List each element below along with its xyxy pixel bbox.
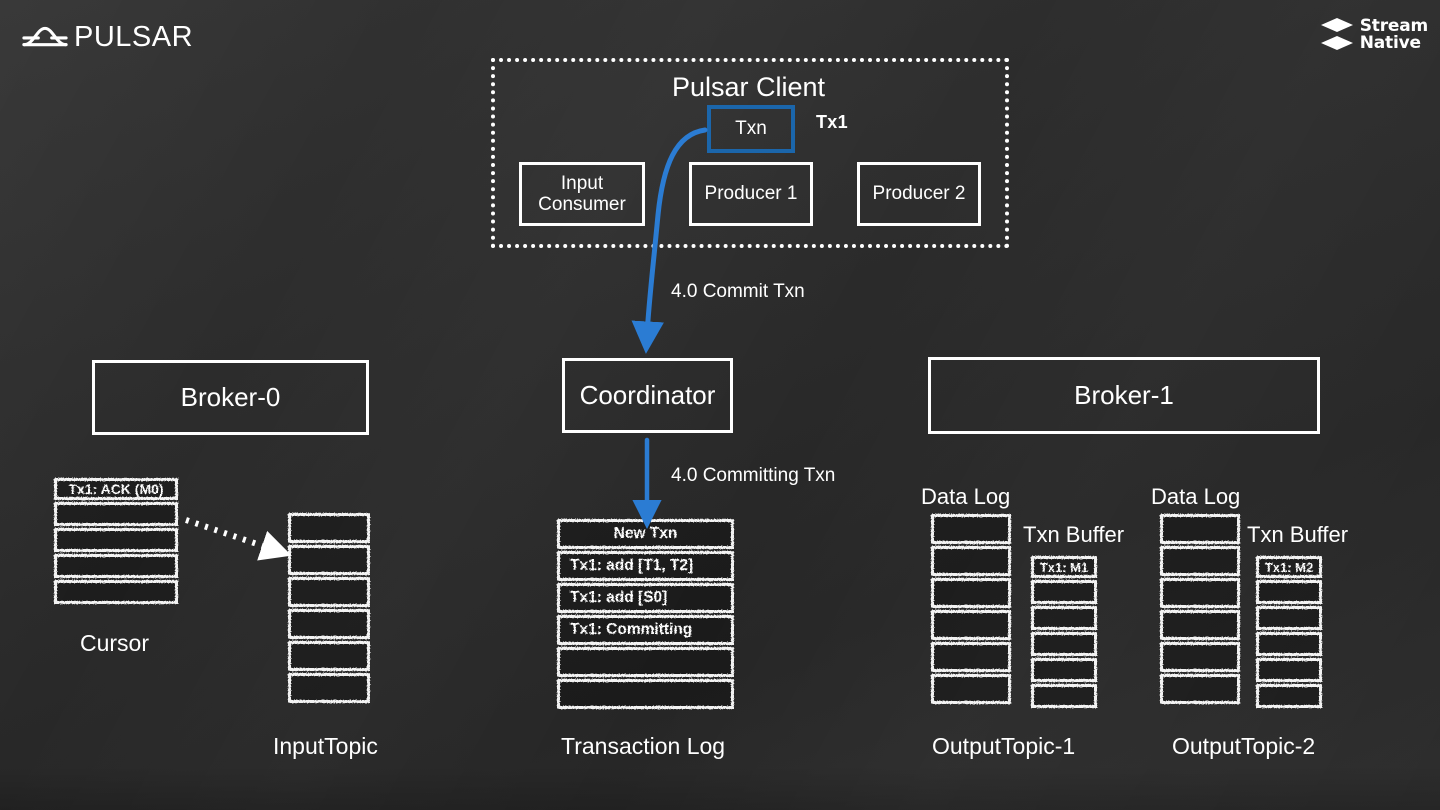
transaction-log-row-3: Tx1: Committing <box>557 615 734 645</box>
cursor-caption: Cursor <box>80 630 150 656</box>
output-topic-2-caption: OutputTopic-2 <box>1172 733 1316 759</box>
pulsar-logo: PULSAR <box>22 20 193 54</box>
input-consumer-label-line2: Consumer <box>538 194 626 215</box>
output-topic-2-data-log-stack <box>1160 514 1240 704</box>
cursor-stack: Tx1: ACK (M0) <box>54 478 178 604</box>
txn-box[interactable]: Txn <box>707 105 795 153</box>
otp2-txnbuf-row-0: Tx1: M2 <box>1256 556 1322 578</box>
otp1-txnbuf-row-5 <box>1031 684 1097 708</box>
output-topic-1-txn-buffer-stack: Tx1: M1 <box>1031 556 1097 708</box>
streamnative-layers-icon <box>1320 18 1353 50</box>
output-topic-1-data-log-stack <box>931 514 1011 704</box>
otp2-txnbuf-row-1 <box>1256 580 1322 604</box>
input-topic-row-1 <box>288 545 370 575</box>
streamnative-line-1: Stream <box>1359 16 1428 37</box>
otp1-txnbuf-row-3 <box>1031 632 1097 656</box>
transaction-log-row-2: Tx1: add [S0] <box>557 583 734 613</box>
committing-txn-arrow-label: 4.0 Committing Txn <box>671 465 836 486</box>
input-topic-row-5 <box>288 673 370 703</box>
tx1-label: Tx1 <box>816 112 848 132</box>
otp1-datalog-row-4 <box>931 642 1011 672</box>
output-topic-1-txn-buffer-title: Txn Buffer <box>1023 522 1125 547</box>
pulsar-client-title: Pulsar Client <box>672 72 826 102</box>
transaction-log-row-0: New Txn <box>557 519 734 549</box>
otp1-datalog-row-0 <box>931 514 1011 544</box>
cursor-to-inputtopic-arrow <box>185 517 292 561</box>
otp1-txnbuf-row-1 <box>1031 580 1097 604</box>
transaction-log-caption: Transaction Log <box>561 733 726 759</box>
input-topic-row-2 <box>288 577 370 607</box>
output-topic-1-caption: OutputTopic-1 <box>932 733 1076 759</box>
otp2-datalog-row-0 <box>1160 514 1240 544</box>
output-topic-1-data-log-title: Data Log <box>921 484 1011 509</box>
transaction-log-row-5 <box>557 679 734 709</box>
transaction-log-row-1: Tx1: add [T1, T2] <box>557 551 734 581</box>
otp2-txnbuf-row-3 <box>1256 632 1322 656</box>
producer-1-box[interactable]: Producer 1 <box>689 162 813 226</box>
input-topic-caption: InputTopic <box>273 733 378 759</box>
producer-2-box[interactable]: Producer 2 <box>857 162 981 226</box>
cursor-row-0: Tx1: ACK (M0) <box>54 478 178 500</box>
otp1-txnbuf-row-0: Tx1: M1 <box>1031 556 1097 578</box>
input-topic-stack <box>288 513 370 703</box>
otp1-txnbuf-row-4 <box>1031 658 1097 682</box>
otp1-datalog-row-5 <box>931 674 1011 704</box>
streamnative-line-2: Native <box>1359 33 1421 53</box>
otp2-txnbuf-row-2 <box>1256 606 1322 630</box>
otp2-datalog-row-2 <box>1160 578 1240 608</box>
cursor-row-2 <box>54 528 178 552</box>
output-topic-2-data-log-title: Data Log <box>1151 484 1241 509</box>
pulsar-client-frame <box>491 58 1009 248</box>
broker-0-box[interactable]: Broker-0 <box>92 360 369 435</box>
input-topic-row-0 <box>288 513 370 543</box>
output-topic-2-txn-buffer-title: Txn Buffer <box>1247 522 1349 547</box>
transaction-log-stack: New Txn Tx1: add [T1, T2] Tx1: add [S0] … <box>557 519 734 709</box>
otp2-datalog-row-4 <box>1160 642 1240 672</box>
coordinator-box[interactable]: Coordinator <box>562 358 733 433</box>
broker-1-box[interactable]: Broker-1 <box>928 357 1320 434</box>
pulsar-wordmark: PULSAR <box>74 20 194 53</box>
pulsar-wave-icon <box>22 26 68 47</box>
streamnative-wordmark: Stream Native <box>1360 18 1428 51</box>
input-topic-row-3 <box>288 609 370 639</box>
input-consumer-box[interactable]: Input Consumer <box>519 162 645 226</box>
output-topic-2-txn-buffer-stack: Tx1: M2 <box>1256 556 1322 708</box>
otp1-datalog-row-1 <box>931 546 1011 576</box>
transaction-log-row-4 <box>557 647 734 677</box>
otp2-datalog-row-3 <box>1160 610 1240 640</box>
otp1-datalog-row-3 <box>931 610 1011 640</box>
input-topic-row-4 <box>288 641 370 671</box>
otp2-txnbuf-row-5 <box>1256 684 1322 708</box>
otp1-datalog-row-2 <box>931 578 1011 608</box>
otp2-txnbuf-row-4 <box>1256 658 1322 682</box>
cursor-row-4 <box>54 580 178 604</box>
otp1-txnbuf-row-2 <box>1031 606 1097 630</box>
input-consumer-label-line1: Input <box>560 172 604 194</box>
cursor-row-1 <box>54 502 178 526</box>
cursor-row-3 <box>54 554 178 578</box>
otp2-datalog-row-1 <box>1160 546 1240 576</box>
commit-txn-arrow-label: 4.0 Commit Txn <box>671 281 805 302</box>
streamnative-logo: Stream Native <box>1319 16 1428 54</box>
otp2-datalog-row-5 <box>1160 674 1240 704</box>
